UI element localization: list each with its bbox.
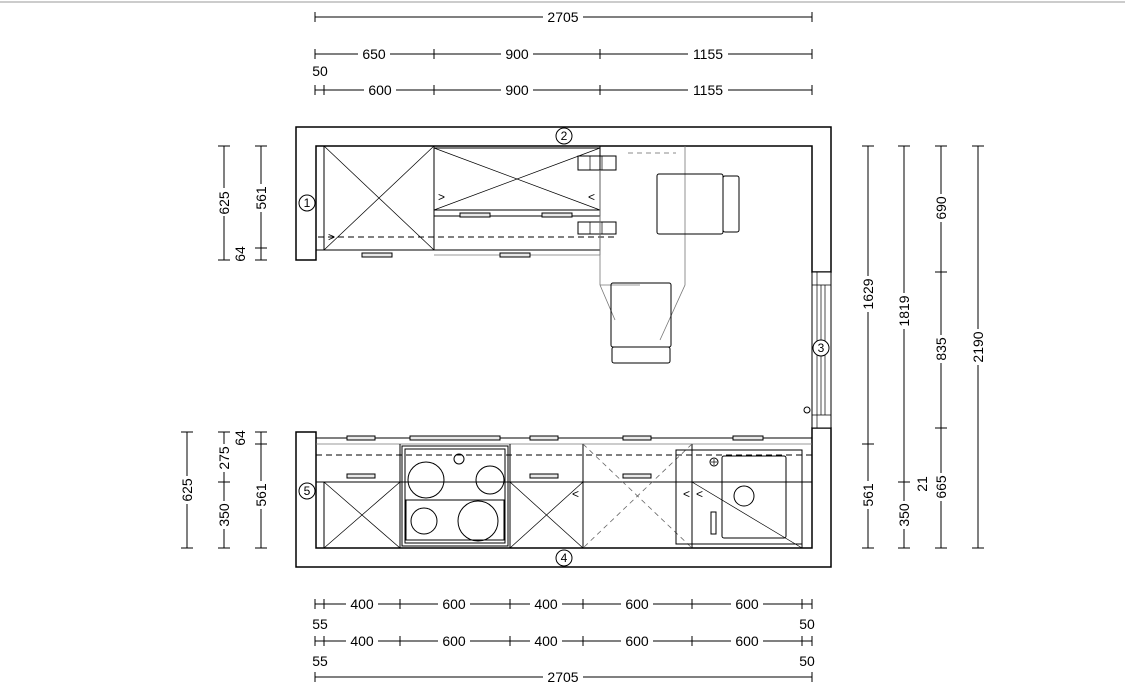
armchair-top	[656, 173, 724, 235]
dim-left-561-upper: 561	[253, 186, 269, 210]
dim-bottom-row1-c: 400	[534, 596, 558, 612]
dim-right-835: 835	[933, 337, 949, 361]
dim-bottom-row2-b: 600	[442, 633, 466, 649]
dim-bottom-offset1-right: 50	[799, 616, 815, 632]
dim-top-offset: 50	[312, 63, 328, 79]
dim-left-625-lower: 625	[179, 478, 195, 502]
dim-left-625-upper: 625	[216, 191, 232, 215]
cooktop	[401, 445, 509, 547]
right-dimensions: 1629 561 1819 350 21 690 835 665 2190	[860, 145, 986, 549]
dim-right-561: 561	[860, 483, 876, 507]
armchair-left	[610, 282, 672, 348]
wall-marker-1-label: 1	[304, 196, 311, 210]
dim-bottom-row1-b: 600	[442, 596, 466, 612]
dim-top-row1-c: 1155	[693, 46, 723, 62]
dim-top-row1-b: 900	[505, 46, 529, 62]
dim-right-1819: 1819	[896, 295, 912, 326]
svg-text:<: <	[683, 487, 690, 501]
top-dimension-chain: 2705 650 900 1155 50 600 900 1155	[312, 9, 813, 98]
wall-markers: 1 2 3 4 5	[298, 127, 830, 567]
wall-marker-5	[298, 482, 316, 500]
dim-bottom-offset1-left: 55	[312, 616, 328, 632]
dim-bottom-row2-c: 400	[534, 633, 558, 649]
dim-bottom-row1-a: 400	[350, 596, 374, 612]
svg-text:<: <	[696, 487, 703, 501]
wall-marker-3	[812, 339, 830, 357]
dim-left-561-lower: 561	[253, 483, 269, 507]
dim-right-21: 21	[914, 476, 930, 492]
svg-text:>: >	[438, 190, 445, 204]
wall-marker-3-label: 3	[818, 341, 825, 355]
sink-basin	[721, 455, 787, 539]
wall-marker-4	[555, 549, 573, 567]
left-dimensions: 625 561 64 625 275 350 64 561	[179, 145, 269, 549]
dim-bottom-offset2-right: 50	[799, 653, 815, 669]
dim-bottom-total: 2705	[547, 669, 578, 685]
dim-left-64-lower: 64	[232, 430, 248, 446]
sink-cabinet	[675, 449, 803, 545]
bottom-dimension-chain: 400 600 400 600 600 55 50 400 600 400 60…	[312, 596, 815, 686]
dim-right-1629: 1629	[860, 278, 876, 309]
dim-bottom-row1-e: 600	[735, 596, 759, 612]
dim-top-total: 2705	[547, 9, 578, 25]
wall-marker-2-label: 2	[561, 129, 568, 143]
oven	[405, 499, 505, 541]
dim-top-row1-a: 650	[362, 46, 386, 62]
wall-marker-2	[555, 127, 573, 145]
dim-right-665: 665	[933, 475, 949, 499]
wall-marker-1	[298, 194, 316, 212]
wall-marker-5-label: 5	[304, 484, 311, 498]
dim-right-2190: 2190	[970, 331, 986, 362]
dim-top-row2-c: 1155	[693, 82, 723, 98]
svg-text:<: <	[572, 487, 579, 501]
dim-right-350: 350	[896, 503, 912, 527]
dim-top-row2-b: 900	[505, 82, 529, 98]
svg-text:<: <	[588, 190, 595, 204]
room-walls	[295, 126, 832, 568]
dining-set	[599, 146, 740, 364]
dim-right-690: 690	[933, 196, 949, 220]
dim-bottom-row2-e: 600	[735, 633, 759, 649]
wall-marker-4-label: 4	[561, 551, 568, 565]
lower-cabinet-run: < < <	[315, 435, 813, 549]
dim-top-row2-a: 600	[368, 82, 392, 98]
svg-text:>: >	[328, 230, 335, 244]
upper-cabinet-run: > > <	[315, 145, 676, 285]
dim-bottom-row2-a: 400	[350, 633, 374, 649]
dim-bottom-row1-d: 600	[625, 596, 649, 612]
dim-left-275: 275	[216, 446, 232, 470]
dim-left-64-upper: 64	[232, 246, 248, 262]
dim-bottom-offset2-left: 55	[312, 653, 328, 669]
dim-bottom-row2-d: 600	[625, 633, 649, 649]
dim-left-350: 350	[216, 503, 232, 527]
